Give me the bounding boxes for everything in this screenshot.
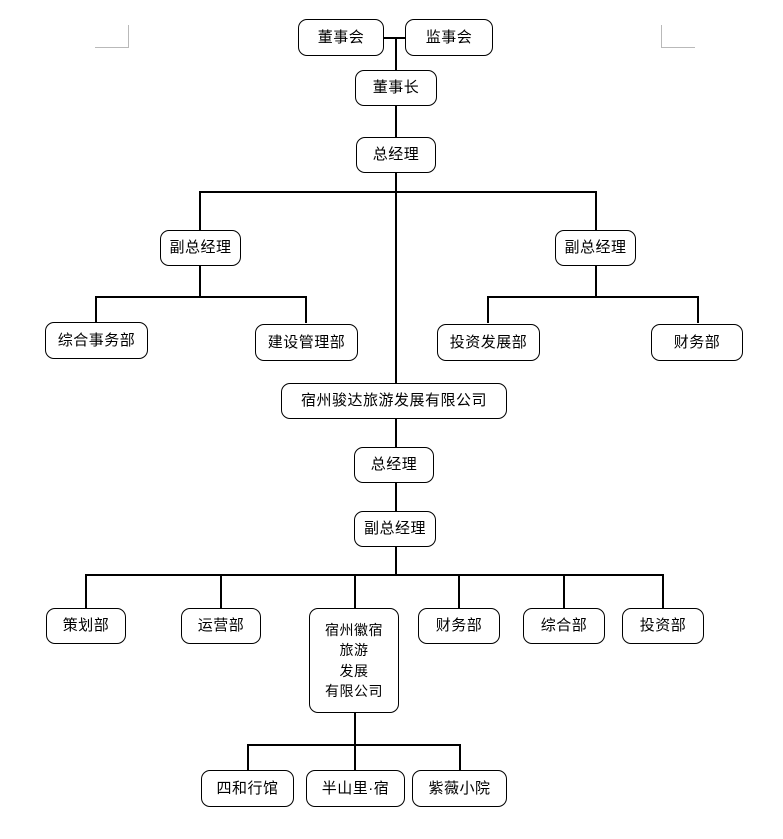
- page-margin-corner-top-right-icon: [661, 25, 695, 48]
- connector-bus-junda-departments: [85, 574, 664, 576]
- connector-gm-spine: [395, 172, 397, 384]
- connector-drop-huisu: [354, 574, 356, 608]
- connector-drop-banshanli: [354, 744, 356, 771]
- node-operations-dept[interactable]: 运营部: [181, 608, 261, 644]
- node-general-affairs-dept[interactable]: 综合事务部: [45, 322, 148, 359]
- node-general-manager[interactable]: 总经理: [356, 137, 436, 173]
- node-finance-dept-top[interactable]: 财务部: [651, 324, 743, 361]
- node-deputy-gm-left[interactable]: 副总经理: [160, 230, 241, 266]
- connector-junda-deputy-stem: [395, 546, 397, 575]
- node-property-ziwei[interactable]: 紫薇小院: [412, 770, 507, 807]
- connector-drop-investment-dev: [487, 296, 489, 323]
- connector-bus-left-departments: [95, 296, 307, 298]
- connector-huisu-stem: [354, 712, 356, 745]
- connector-drop-deputy-gm-left: [199, 191, 201, 231]
- node-junda-general-manager[interactable]: 总经理: [354, 447, 434, 483]
- node-planning-dept[interactable]: 策划部: [46, 608, 126, 644]
- node-junda-deputy-gm[interactable]: 副总经理: [354, 511, 436, 547]
- node-construction-mgmt-dept[interactable]: 建设管理部: [255, 324, 358, 361]
- connector-deputy-right-stem: [595, 265, 597, 297]
- node-finance-dept-junda[interactable]: 财务部: [418, 608, 500, 644]
- node-property-sihe[interactable]: 四和行馆: [201, 770, 294, 807]
- connector-drop-construction-mgmt: [305, 296, 307, 323]
- node-comprehensive-dept[interactable]: 综合部: [523, 608, 605, 644]
- node-chairman[interactable]: 董事长: [355, 70, 437, 106]
- connector-board-to-chairman: [395, 37, 397, 70]
- connector-bus-right-departments: [487, 296, 699, 298]
- connector-drop-general-affairs: [95, 296, 97, 323]
- connector-drop-ziwei: [459, 744, 461, 771]
- page-margin-corner-top-left-icon: [95, 25, 129, 48]
- connector-drop-sihe: [247, 744, 249, 771]
- node-subsidiary-junda[interactable]: 宿州骏达旅游发展有限公司: [281, 383, 507, 419]
- connector-drop-planning: [85, 574, 87, 608]
- connector-deputy-left-stem: [199, 265, 201, 297]
- node-investment-dev-dept[interactable]: 投资发展部: [437, 324, 540, 361]
- connector-drop-deputy-gm-right: [595, 191, 597, 231]
- connector-junda-gm-to-deputy: [395, 482, 397, 512]
- node-investment-dept[interactable]: 投资部: [622, 608, 704, 644]
- connector-board-to-supervisors: [383, 37, 406, 39]
- connector-drop-operations: [220, 574, 222, 608]
- connector-drop-finance-junda: [458, 574, 460, 608]
- node-property-banshanli[interactable]: 半山里·宿: [306, 770, 405, 807]
- connector-drop-comprehensive: [563, 574, 565, 608]
- node-subsidiary-huisu[interactable]: 宿州徽宿 旅游 发展 有限公司: [309, 608, 399, 713]
- connector-chairman-to-gm: [395, 105, 397, 138]
- connector-bus-deputy-gms: [199, 191, 597, 193]
- connector-junda-to-gm: [395, 418, 397, 448]
- connector-drop-investment: [662, 574, 664, 608]
- node-board-of-directors[interactable]: 董事会: [298, 19, 384, 56]
- node-deputy-gm-right[interactable]: 副总经理: [555, 230, 636, 266]
- node-board-of-supervisors[interactable]: 监事会: [405, 19, 493, 56]
- connector-drop-finance-top: [697, 296, 699, 323]
